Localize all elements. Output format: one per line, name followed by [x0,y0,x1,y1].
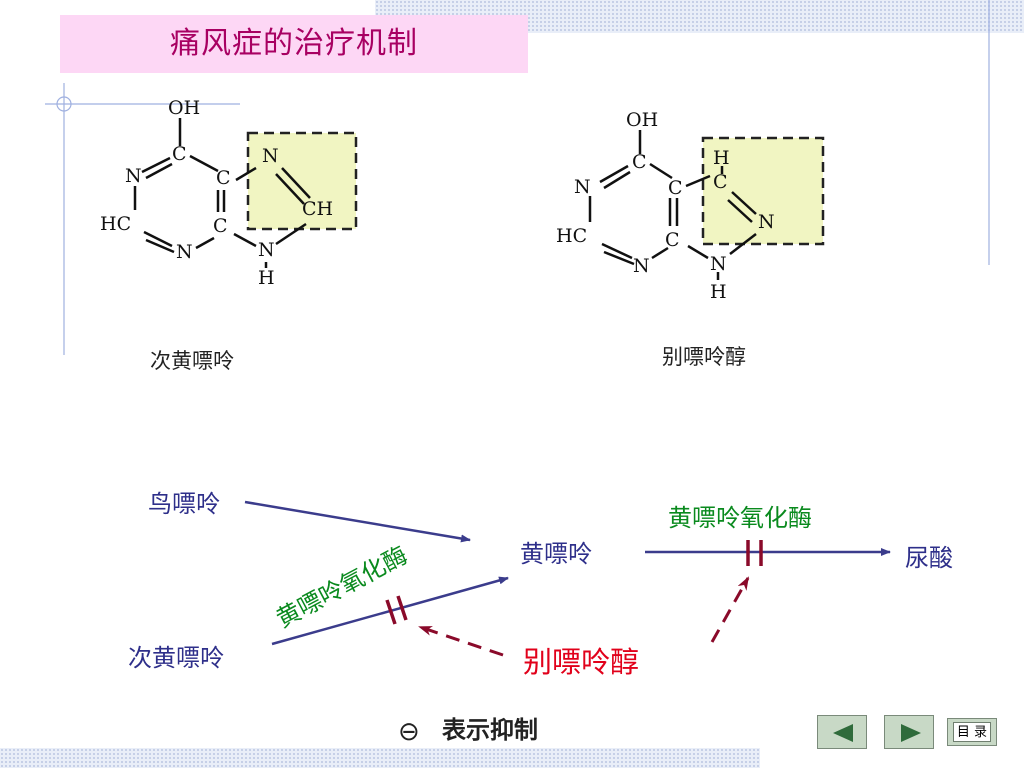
uric-acid-label: 尿酸 [905,544,953,572]
title-background [60,15,528,73]
guanine-label: 鸟嘌呤 [148,490,220,518]
dashed-inhibit-arrow-left [418,625,504,657]
enzyme-label-upper: 黄嘌呤氧化酶 [668,504,812,532]
bottom-dotted-band [0,748,760,768]
atom-label: C [668,177,683,199]
atom-label: H [258,267,275,289]
toc-label: 目 录 [953,722,991,742]
hypoxanthine-caption: 次黄嘌呤 [150,349,234,373]
next-slide-button[interactable] [884,715,934,749]
atom-label: N [125,165,142,187]
atom-label: OH [168,97,200,119]
atom-label: C [713,171,728,193]
inhibition-mark-2 [746,540,763,566]
atom-label: N [574,176,591,198]
atom-label: H [710,281,727,303]
pyrazole-highlight-box [701,136,825,246]
atom-label: C [213,215,228,237]
atom-label: N [710,253,727,275]
atom-label: H [713,147,730,169]
imidazole-highlight-box [246,131,358,231]
inhibition-symbol-icon: ⊖ [398,717,420,747]
atom-label: N [633,255,650,277]
hypoxanthine-structure: OH C N C N CH HC C N N H 次黄嘌呤 [100,97,358,373]
atom-label: C [216,167,231,189]
atom-label: N [262,145,279,167]
allopurinol-inhibitor-label: 别嘌呤醇 [523,645,639,679]
triangle-right-icon [901,724,921,742]
atom-label: N [258,239,275,261]
previous-slide-button[interactable] [817,715,867,749]
legend-text: 表示抑制 [442,716,538,744]
dashed-inhibit-arrow-right [710,576,750,643]
guide-lines [45,0,990,355]
hypoxanthine-label: 次黄嘌呤 [128,644,224,672]
enzyme-label-rotated: 黄嘌呤氧化酶 [272,541,412,633]
atom-label: N [176,241,193,263]
inhibition-mark-1 [385,595,408,625]
pathway-diagram: 鸟嘌呤 次黄嘌呤 黄嘌呤 尿酸 黄嘌呤氧化酶 黄嘌呤氧化酶 别嘌呤醇 ⊖ 表示抑… [128,490,953,747]
atom-label: C [665,229,680,251]
atom-label: CH [302,198,333,220]
triangle-left-icon [833,724,853,742]
allopurinol-caption: 别嘌呤醇 [662,345,746,369]
allopurinol-structure: OH C N C H C N HC C N N H 别嘌呤醇 [556,109,825,369]
atom-label: C [172,143,187,165]
slide-title: 痛风症的治疗机制 [170,26,418,61]
atom-label: OH [626,109,658,131]
xanthine-label: 黄嘌呤 [520,540,592,568]
atom-label: HC [100,213,131,235]
table-of-contents-button[interactable]: 目 录 [947,718,997,746]
atom-label: C [632,151,647,173]
atom-label: HC [556,225,587,247]
atom-label: N [758,211,775,233]
arrow-guanine-to-xanthine [244,500,471,543]
